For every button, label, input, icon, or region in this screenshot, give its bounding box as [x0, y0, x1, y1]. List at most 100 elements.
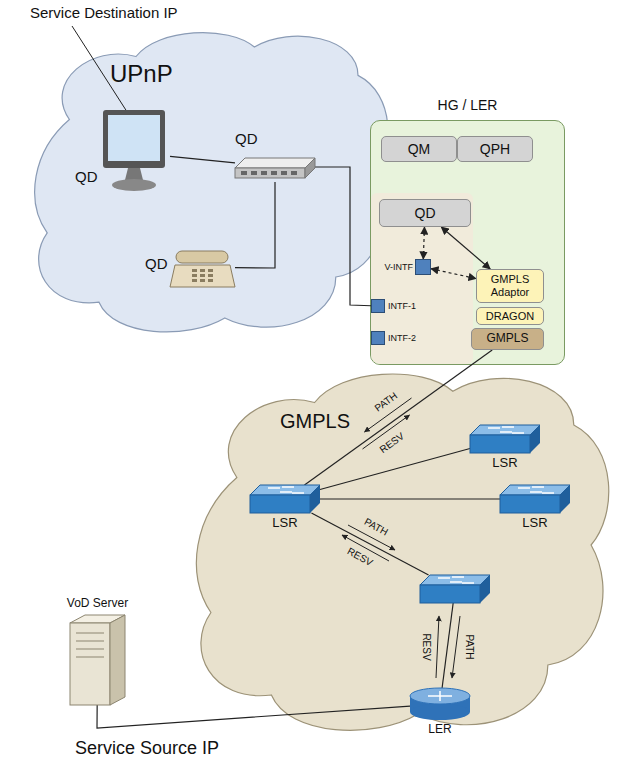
signal-label: PATH	[372, 390, 399, 414]
module-box: DRAGON	[476, 307, 544, 325]
arrow-mark	[512, 432, 524, 434]
lsr-icon	[420, 575, 490, 603]
port	[251, 171, 257, 175]
connector	[442, 603, 453, 688]
node-label: QD	[145, 255, 168, 272]
label-holder: QD	[235, 130, 258, 147]
handset	[176, 251, 228, 263]
box-text: QPH	[480, 141, 510, 157]
monitor-device: QD	[95, 110, 170, 195]
lsr-icon	[250, 485, 320, 513]
label-holder: RESV	[377, 430, 406, 455]
hub-icon	[235, 152, 315, 182]
lsr-icon	[500, 485, 570, 513]
key	[200, 274, 205, 277]
label-holder: PATH	[463, 634, 475, 659]
signal-arrow	[436, 616, 439, 678]
box-text: GMPLS	[486, 332, 528, 346]
connector	[423, 227, 424, 259]
port	[261, 171, 267, 175]
front-face	[500, 495, 560, 513]
switch-router: LSR	[250, 485, 320, 513]
signal-label: PATH	[362, 516, 390, 538]
drive-slot	[76, 649, 104, 650]
signal-label: RESV	[420, 633, 432, 660]
box-text: QM	[408, 141, 431, 157]
switch-router: LSR	[470, 425, 540, 453]
router-bottom	[410, 704, 470, 720]
arrow-mark	[532, 486, 544, 488]
arrow-mark	[488, 427, 500, 429]
top-face	[470, 425, 540, 435]
screen-frame	[103, 110, 165, 168]
key	[192, 274, 197, 277]
connector	[431, 269, 476, 279]
side-face	[530, 425, 540, 453]
label-holder: RESV	[420, 633, 432, 660]
connector	[304, 350, 492, 485]
node-label: LSR	[492, 456, 517, 471]
phone-base	[170, 265, 235, 287]
server-front	[70, 623, 110, 705]
interface-port: V-INTF	[415, 259, 431, 275]
gateway-box: HG / LERQMQPHQDV-INTFGMPLS AdaptorDRAGON…	[370, 120, 565, 365]
interface-port: INTF-2	[371, 331, 385, 345]
key	[208, 274, 213, 277]
key	[200, 279, 205, 282]
label-holder: Service Destination IP	[30, 4, 178, 21]
module-box: QD	[379, 199, 471, 227]
label-holder: INTF-2	[388, 333, 416, 343]
arrow-mark	[542, 492, 554, 494]
front-face	[250, 495, 310, 513]
arrow-mark	[292, 492, 304, 494]
drive-slot	[76, 633, 104, 634]
connector	[311, 513, 428, 575]
screen	[108, 115, 160, 161]
signal-label: RESV	[345, 545, 374, 568]
drive-slot	[76, 657, 104, 658]
signal-label: RESV	[377, 430, 406, 455]
connector	[97, 705, 410, 728]
label-holder: HG / LER	[438, 97, 498, 113]
node-label: UPnP	[110, 60, 173, 88]
cloud-shape	[196, 374, 608, 730]
note-label: Service Destination IP	[30, 4, 178, 21]
module-box: QPH	[457, 136, 533, 162]
top-face	[420, 575, 490, 585]
module-box: QM	[381, 136, 457, 162]
port	[281, 171, 287, 175]
front-face	[470, 435, 530, 453]
arrow-mark	[438, 577, 450, 579]
box-text: GMPLS Adaptor	[480, 273, 540, 298]
node-label: QD	[75, 168, 98, 185]
base	[112, 179, 156, 191]
connector	[320, 498, 500, 499]
monitor-icon	[95, 110, 170, 195]
connector	[235, 182, 275, 268]
label-holder: LSR	[522, 516, 547, 531]
leader-line	[72, 26, 140, 132]
network-cloud: UPnPQDQDQD	[25, 25, 395, 340]
node-label: LSR	[522, 516, 547, 531]
box-text: DRAGON	[486, 310, 534, 323]
arrow-mark	[530, 491, 542, 493]
arrow-mark	[452, 576, 464, 578]
port	[271, 171, 277, 175]
label-holder: RESV	[345, 545, 374, 568]
port	[241, 171, 247, 175]
module-box: GMPLS Adaptor	[476, 269, 544, 303]
connector	[441, 227, 490, 269]
node-label: V-INTF	[385, 262, 414, 272]
side-face	[305, 158, 315, 178]
node-label: HG / LER	[438, 97, 498, 113]
arrow-mark	[500, 431, 512, 433]
arrow-mark	[502, 426, 514, 428]
arrow-mark	[518, 487, 530, 489]
key	[200, 269, 205, 272]
key	[192, 279, 197, 282]
note-label: Service Source IP	[75, 738, 219, 759]
node-label: LER	[428, 723, 451, 737]
switch-router: LSR	[500, 485, 570, 513]
label-holder: LSR	[272, 516, 297, 531]
